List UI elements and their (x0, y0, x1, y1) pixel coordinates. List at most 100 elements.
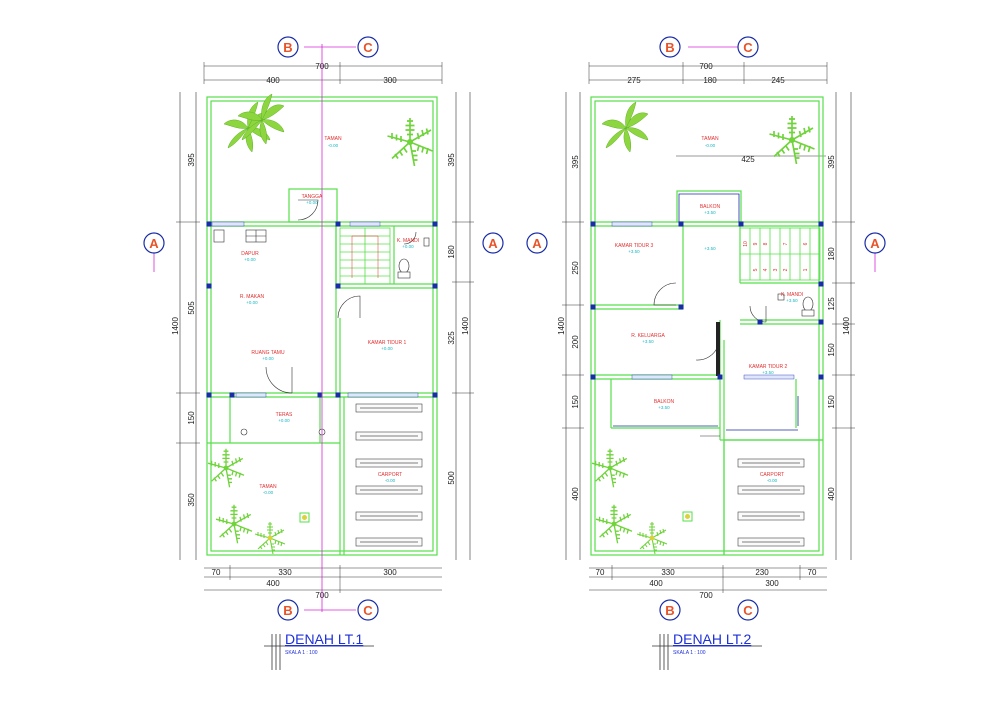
dim-bot-2: 330 (278, 568, 292, 577)
dim-left-5: 400 (571, 487, 580, 501)
room-label: BALKON (654, 399, 675, 405)
dim-right-3: 325 (447, 331, 456, 345)
stair-step: 10 (743, 241, 749, 247)
dim-right-6: 400 (827, 487, 836, 501)
room-label: TERAS (276, 412, 293, 418)
dim-right-1: 395 (447, 153, 456, 167)
room-label: BALKON (700, 204, 721, 210)
stair-step: 6 (803, 242, 809, 245)
dim-top-b: 300 (383, 76, 397, 85)
room-label: KAMAR TIDUR 1 (368, 340, 407, 346)
room-label: R. MAKAN (240, 294, 265, 300)
dim-top-a: 275 (627, 76, 641, 85)
room-level: +0.00 (278, 418, 290, 423)
grid-a-left: A (532, 236, 542, 251)
dim-inner: 425 (741, 155, 755, 164)
room-level: +3.50 (704, 246, 716, 251)
dim-left-1: 395 (571, 155, 580, 169)
palm-icon (768, 115, 816, 165)
grid-c-top: C (363, 40, 373, 55)
dim-bot-6: 300 (765, 579, 779, 588)
dim-bot-5: 400 (649, 579, 663, 588)
stair-step: 9 (753, 242, 759, 245)
dim-left-2: 250 (571, 261, 580, 275)
palm-icon (595, 504, 633, 544)
stair-step: 8 (763, 242, 769, 245)
dim-right-total: 1400 (842, 317, 851, 335)
plan-scale: SKALA 1 : 100 (673, 650, 706, 656)
stair-step: 3 (773, 268, 779, 271)
dim-bot-3: 230 (755, 568, 769, 577)
palm-icon (207, 448, 245, 488)
dim-right-1: 395 (827, 155, 836, 169)
palm-icon (215, 504, 253, 544)
dim-right-4: 150 (827, 343, 836, 357)
dim-left-total: 1400 (171, 317, 180, 335)
room-label: CARPORT (378, 472, 402, 478)
stair-step: 4 (763, 268, 769, 271)
room-label: R. KELUARGA (631, 333, 665, 339)
room-level: +0.00 (244, 257, 256, 262)
dim-top-a: 400 (266, 76, 280, 85)
grid-c-bottom: C (363, 603, 373, 618)
dim-bot-1: 70 (596, 568, 605, 577)
dim-bot-1: 70 (212, 568, 221, 577)
grid-b-top: B (283, 40, 292, 55)
room-level: -0.00 (767, 478, 778, 483)
dim-left-4: 350 (187, 493, 196, 507)
room-level: +3.50 (704, 210, 716, 215)
palm-icon (255, 522, 285, 554)
dim-bot-4: 400 (266, 579, 280, 588)
stair-numbers: 10 9 8 7 6 5 4 3 2 1 (743, 241, 809, 271)
grid-c-top: C (743, 40, 753, 55)
dim-bot-total: 700 (699, 591, 713, 600)
grid-a-left: A (149, 236, 159, 251)
dim-right-3: 125 (827, 297, 836, 311)
room-level: +0.00 (246, 300, 258, 305)
room-level: +3.50 (762, 370, 774, 375)
palm-icon (591, 448, 629, 488)
dim-top-c: 245 (771, 76, 785, 85)
plan-scale: SKALA 1 : 100 (285, 650, 318, 656)
dim-bot-3: 300 (383, 568, 397, 577)
plan-title: DENAH LT.1 (285, 631, 364, 647)
room-label: K. MANDI (397, 238, 419, 244)
dim-right-2: 180 (447, 245, 456, 259)
room-level: +3.50 (658, 405, 670, 410)
dim-left-1: 395 (187, 153, 196, 167)
room-level: +3.50 (628, 249, 640, 254)
room-level: +0.00 (381, 346, 393, 351)
room-label: K. MANDI (781, 292, 803, 298)
dim-bot-2: 330 (661, 568, 675, 577)
plant-icon (601, 101, 649, 153)
dim-right-2: 180 (827, 247, 836, 261)
room-label: DAPUR (241, 251, 259, 257)
room-label: RUANG TAMU (251, 350, 285, 356)
dim-right-total: 1400 (461, 317, 470, 335)
room-level: -0.00 (705, 143, 716, 148)
room-level: +3.50 (786, 298, 798, 303)
grid-b-bottom: B (283, 603, 292, 618)
room-level: +0.00 (306, 200, 318, 205)
room-label: TAMAN (259, 484, 277, 490)
room-label: CARPORT (760, 472, 784, 478)
dim-right-4: 500 (447, 471, 456, 485)
room-level: -0.00 (328, 143, 339, 148)
dim-left-4: 150 (571, 395, 580, 409)
room-label: KAMAR TIDUR 2 (749, 364, 788, 370)
dim-left-total: 1400 (557, 317, 566, 335)
dim-left-3: 150 (187, 411, 196, 425)
grid-a-right: A (870, 236, 880, 251)
plan-lt2: 700 275 180 245 425 1400 395 250 200 150… (526, 36, 886, 670)
room-level: +0.00 (262, 356, 274, 361)
room-label: TAMAN (701, 136, 719, 142)
dim-top-total: 700 (699, 62, 713, 71)
grid-a-right: A (488, 236, 498, 251)
room-label: TANGGA (302, 194, 323, 200)
room-level: +0.00 (402, 244, 414, 249)
palm-icon (386, 117, 434, 167)
grid-c-bottom: C (743, 603, 753, 618)
stair-step: 7 (783, 242, 789, 245)
plan-lt1: 700 400 300 1400 395 505 150 350 1400 39… (143, 36, 504, 670)
